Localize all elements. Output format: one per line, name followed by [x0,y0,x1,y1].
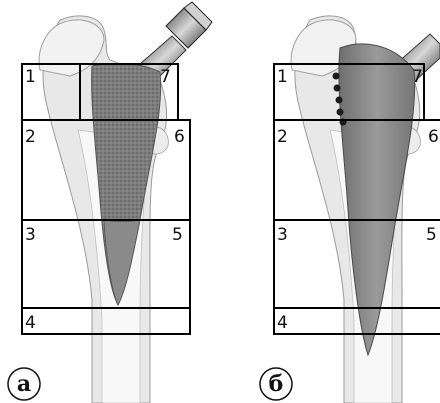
zone-label-2: 2 [25,127,36,147]
stem-dot-icon [337,109,344,116]
stem-dot-icon [334,85,341,92]
panel-a: 1 7 2 6 3 5 4 а [8,2,212,403]
zone-label-3: 3 [277,225,288,245]
stem-dot-icon [336,97,343,104]
zone-label-3: 3 [25,225,36,245]
zone-label-6: 6 [174,127,185,147]
panel-b: 1 7 2 6 3 5 4 б [260,16,440,403]
stem-dot-icon [333,73,340,80]
zone-label-1: 1 [277,67,288,87]
panel-label-a: а [17,371,31,397]
zone-label-4: 4 [277,313,288,333]
zone-label-2: 2 [277,127,288,147]
panel-label-b: б [269,371,284,397]
zone-label-7: 7 [160,67,171,87]
zone-label-5: 5 [172,225,183,245]
zone-label-1: 1 [25,67,36,87]
zone-label-4: 4 [25,313,36,333]
zone-label-7: 7 [412,67,423,87]
zone-label-5: 5 [426,225,437,245]
zone-label-6: 6 [428,127,439,147]
